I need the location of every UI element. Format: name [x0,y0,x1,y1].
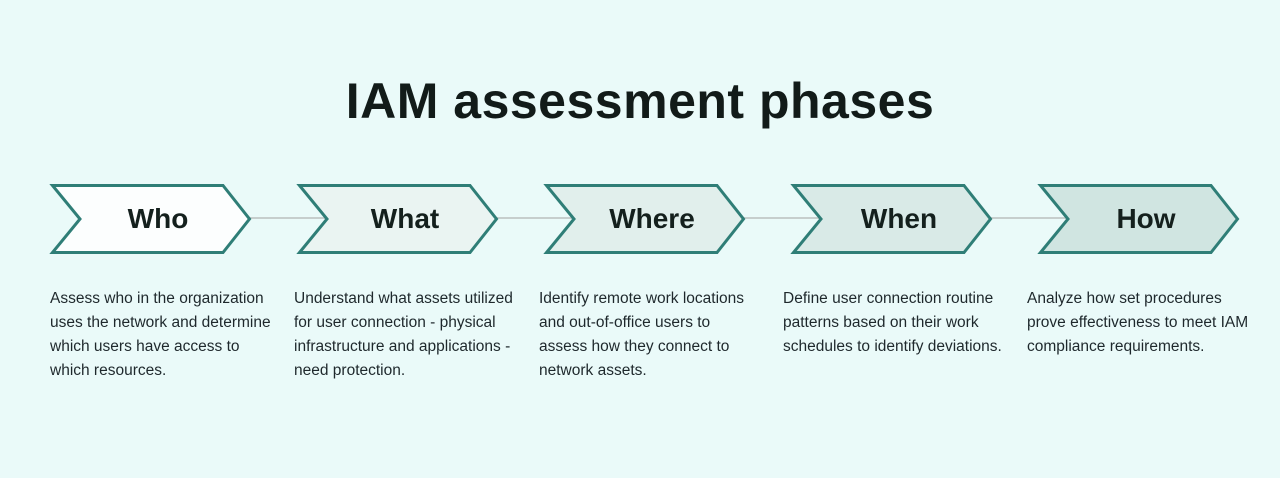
phase-label: Where [609,203,695,234]
phase-chevron: Who [49,184,252,254]
phase-description: Assess who in the organization uses the … [50,290,271,379]
phase-description: Define user connection routine patterns … [783,290,1002,355]
phase-connector-line [743,217,821,219]
phase-description: Understand what assets utilized for user… [294,290,513,379]
phase-label: How [1116,203,1176,234]
phase-label: What [370,203,440,234]
page-title: IAM assessment phases [345,73,935,129]
phase-chevron: When [790,184,993,254]
phase-label: Who [127,203,189,234]
phase-connector-line [990,217,1068,219]
phase-description: Analyze how set procedures prove effecti… [1027,290,1249,355]
phase-connector-line [249,217,327,219]
phase-description: Identify remote work locations and out-o… [539,290,745,379]
phase-chevron: Where [543,184,746,254]
chevron-arrow-icon [296,184,499,254]
phase-label: When [860,203,938,234]
chevron-arrow-icon [1037,184,1240,254]
phase-chevron: How [1037,184,1240,254]
chevron-arrow-icon [790,184,993,254]
phase-chevron: What [296,184,499,254]
phase-flow: Who What Where When How [0,184,1280,254]
phase-connector-line [496,217,574,219]
chevron-arrow-icon [49,184,252,254]
chevron-arrow-icon [543,184,746,254]
